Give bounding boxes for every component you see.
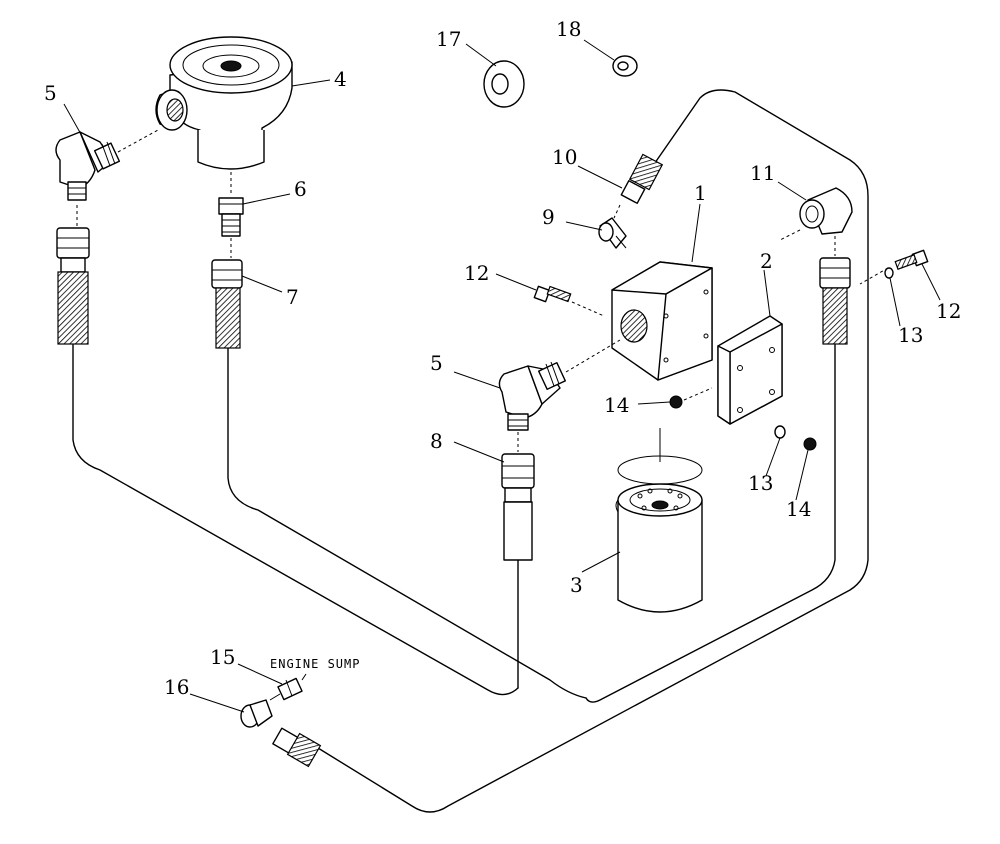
elbow-fitting-right [779,187,853,256]
hose-end-right [819,257,851,345]
straight-fitting-10 [613,153,664,219]
callout-1: 1 [694,181,707,205]
hose-lines [72,89,869,813]
leader-lines [63,39,941,713]
nut-14-left [669,387,713,409]
mounting-bracket [717,315,783,425]
callout-12-right: 12 [936,299,961,323]
hose-end-middle [211,238,243,349]
callouts: 1 2 3 4 5 5 6 7 8 9 10 11 12 12 13 13 14… [44,17,961,699]
adapter-nipple [218,172,244,237]
callout-3: 3 [570,573,583,597]
small-elbow-9 [598,217,627,249]
hose-line-left [72,344,519,696]
callout-14-left: 14 [604,393,629,417]
callout-5-middle: 5 [430,351,443,375]
capscrew-left [533,285,605,317]
filter-adapter-housing [155,36,293,170]
washer-13-lower [774,425,786,439]
hose-end-8 [501,432,535,561]
elbow-fitting-middle [498,339,621,431]
sump-elbow-16 [240,693,281,728]
callout-4: 4 [334,67,347,91]
filter-mount-head [611,261,713,381]
capscrew-right [859,249,929,285]
hose-line-middle [227,347,587,699]
washer-small [612,55,638,77]
callout-9: 9 [542,205,555,229]
callout-16: 16 [164,675,189,699]
callout-13-right: 13 [898,323,923,347]
nut-14-right [803,437,817,451]
sump-nipple-15 [277,673,307,701]
callout-10: 10 [552,145,577,169]
hose-end-left [56,205,90,345]
callout-13-lower: 13 [748,471,773,495]
washer-large [483,60,525,108]
callout-6: 6 [294,177,307,201]
callout-18: 18 [556,17,581,41]
hose-line-right [585,344,836,703]
callout-11: 11 [750,161,775,185]
hose-line-return [317,89,869,813]
callout-15: 15 [210,645,235,669]
engine-sump-label: ENGINE SUMP [270,657,360,671]
elbow-fitting-top-left [55,129,159,201]
spin-on-oil-filter [615,428,703,613]
washer-13-right [884,267,894,279]
callout-12-left: 12 [464,261,489,285]
callout-5-top: 5 [44,81,57,105]
callout-2: 2 [760,249,773,273]
callout-14-right: 14 [786,497,811,521]
callout-7: 7 [286,285,299,309]
callout-8: 8 [430,429,443,453]
sump-hose-end [272,727,322,768]
callout-17: 17 [436,27,461,51]
